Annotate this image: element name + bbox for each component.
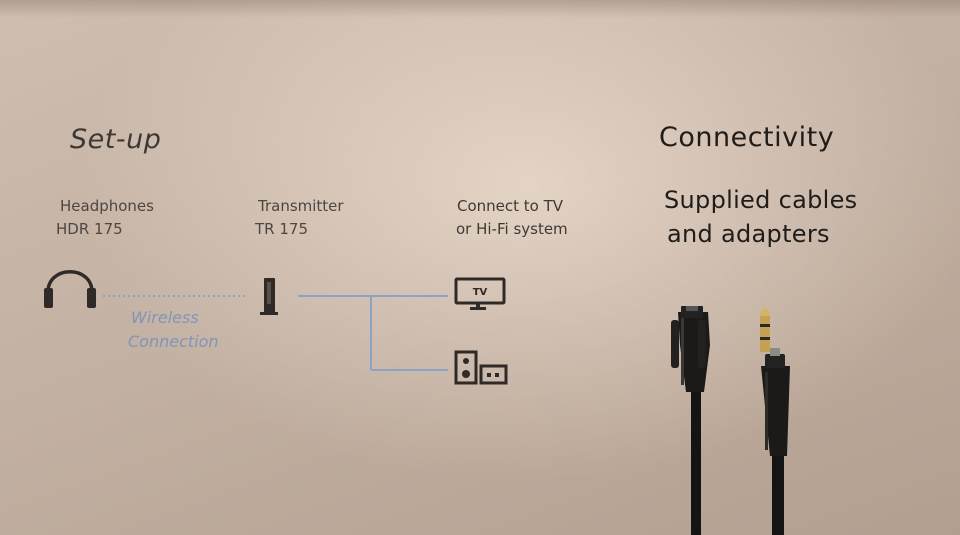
tv-icon: TV	[454, 277, 506, 310]
connectivity-title: Connectivity	[659, 122, 835, 153]
connect-label-line1: Connect to TV	[457, 197, 564, 215]
hifi-speaker-icon	[454, 350, 508, 385]
optical-cable	[671, 306, 710, 535]
connect-label-line2: or Hi-Fi system	[456, 220, 568, 238]
transmitter-model: TR 175	[255, 220, 308, 238]
wireless-label-line2: Connection	[128, 332, 219, 351]
tv-icon-label: TV	[473, 287, 488, 298]
headphones-icon	[44, 270, 96, 308]
headphones-model: HDR 175	[56, 220, 123, 238]
wireless-label-line1: Wireless	[131, 308, 199, 327]
audio-jack-cable	[760, 309, 790, 535]
top-shadow	[0, 0, 960, 18]
transmitter-icon	[260, 278, 278, 315]
headphones-name: Headphones	[60, 197, 154, 215]
supplied-cables-line1: Supplied cables	[664, 186, 858, 214]
transmitter-name: Transmitter	[258, 197, 344, 215]
supplied-cables-line2: and adapters	[667, 220, 830, 248]
setup-title: Set-up	[70, 124, 162, 155]
connection-lines	[298, 295, 448, 371]
